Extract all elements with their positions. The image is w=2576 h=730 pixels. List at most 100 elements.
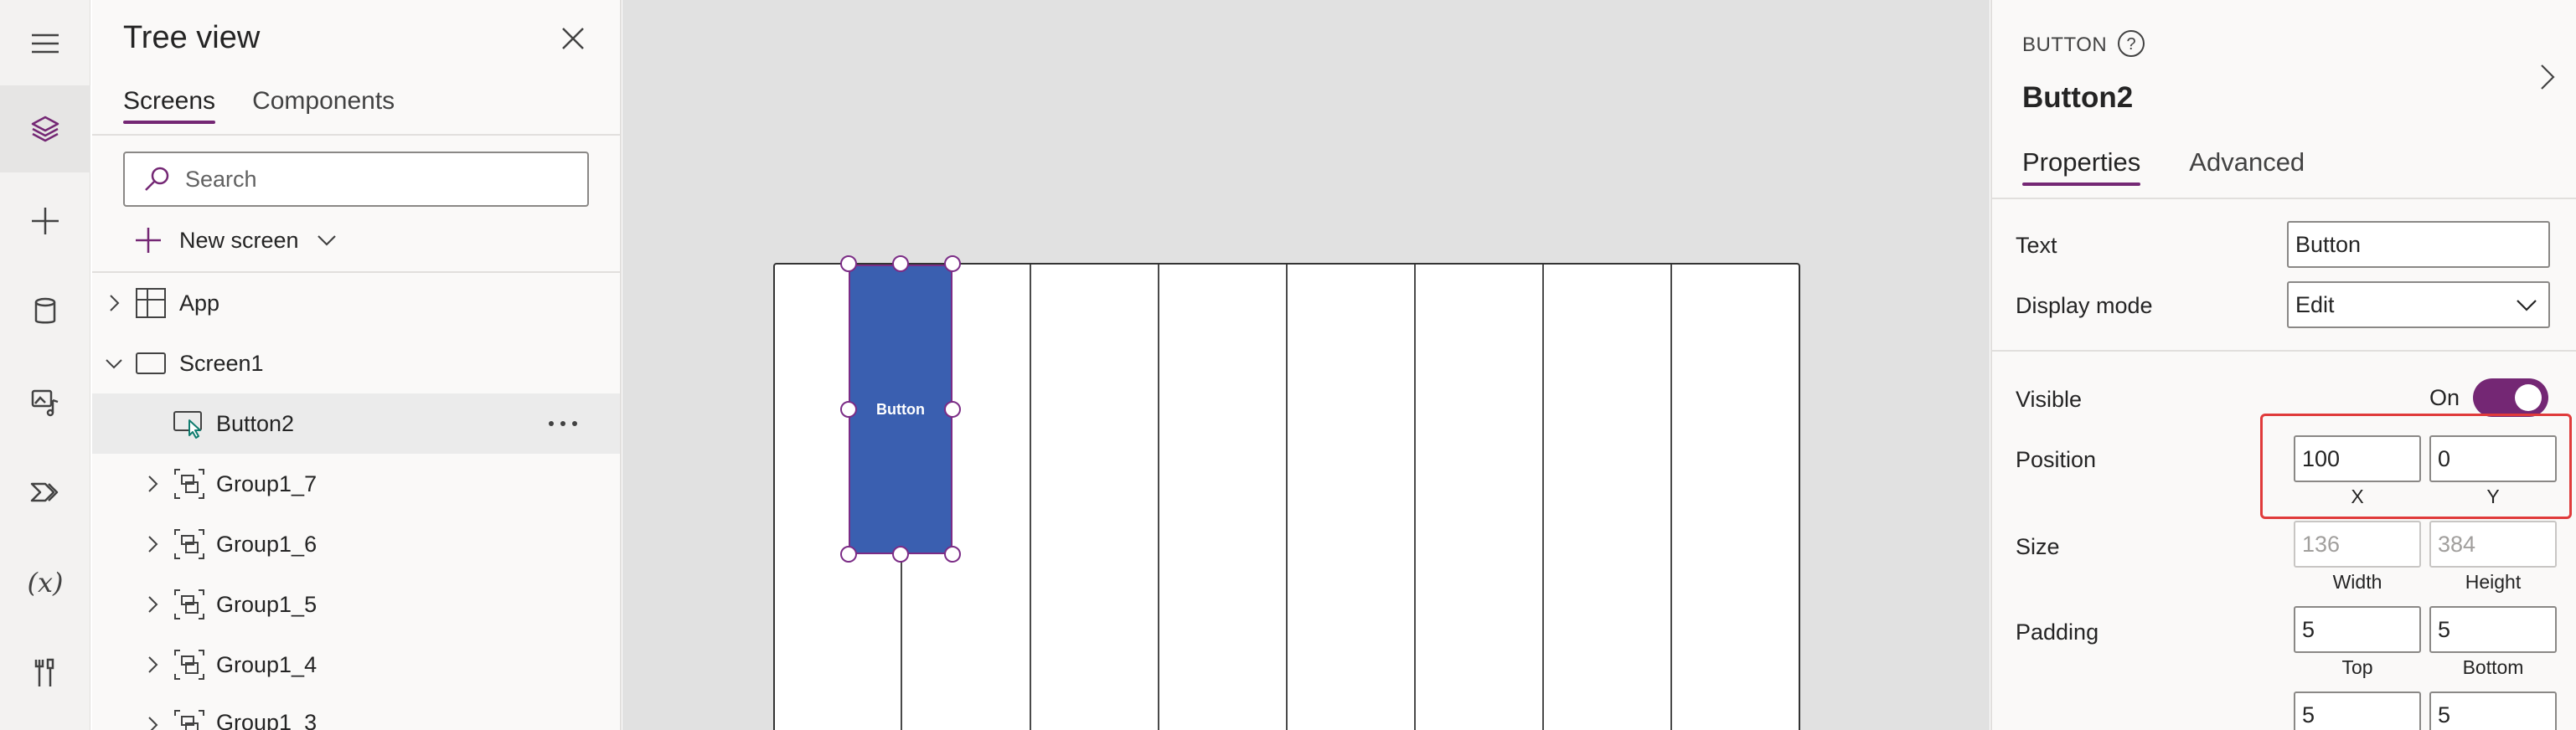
panel-title: Tree view (123, 20, 261, 55)
position-label: Position (2016, 447, 2097, 472)
position-y-input[interactable]: 0 (2429, 435, 2557, 482)
close-icon[interactable] (555, 20, 591, 57)
help-icon[interactable]: ? (2116, 28, 2146, 59)
bottom-caption: Bottom (2462, 656, 2524, 678)
tree-item-label: Group1_7 (216, 470, 317, 496)
padding-bottom-value: 5 (2438, 616, 2451, 642)
chevron-right-icon[interactable] (142, 594, 163, 614)
resize-handle-right[interactable] (944, 401, 961, 418)
hamburger-menu-button[interactable] (0, 0, 90, 87)
tab-screens[interactable]: Screens (123, 87, 216, 124)
chevron-right-icon[interactable] (142, 655, 163, 675)
tree-item-group1-5[interactable]: Group1_5 (92, 574, 620, 635)
column-divider (1030, 265, 1031, 730)
group-icon (174, 710, 204, 730)
position-y-value: 0 (2438, 445, 2451, 471)
tree-item-label: Group1_5 (216, 591, 317, 617)
svg-text:?: ? (2126, 35, 2135, 54)
tools-button[interactable] (0, 630, 90, 717)
tools-icon (34, 658, 54, 686)
width-input[interactable]: 136 (2294, 521, 2421, 568)
height-value: 384 (2438, 531, 2476, 557)
control-name[interactable]: Button2 (2022, 81, 2134, 114)
tab-components[interactable]: Components (252, 87, 395, 115)
power-automate-button[interactable] (0, 449, 90, 536)
text-property-input[interactable]: Button (2287, 221, 2550, 268)
variables-icon: (x) (27, 567, 64, 599)
padding-bottom-input[interactable]: 5 (2429, 606, 2557, 653)
tree-item-label: App (179, 290, 220, 316)
text-property-value: Button (2295, 231, 2362, 257)
plus-insert-icon (32, 208, 59, 234)
properties-panel: BUTTON ? Button2 Properties Advanced Tex… (1990, 0, 2576, 730)
tree-item-group1-3[interactable]: Group1_3 (92, 695, 620, 730)
display-mode-dropdown[interactable]: Edit (2287, 281, 2550, 328)
chevron-right-icon[interactable] (142, 474, 163, 494)
resize-handle-bottom[interactable] (892, 546, 909, 563)
chevron-right-icon[interactable] (142, 534, 163, 554)
button-control-icon (173, 411, 202, 439)
resize-handle-top-right[interactable] (944, 255, 961, 272)
padding-top-value: 5 (2302, 616, 2315, 642)
height-input[interactable]: 384 (2429, 521, 2557, 568)
divider (92, 134, 620, 136)
tree-item-group1-6[interactable]: Group1_6 (92, 514, 620, 574)
layers-tree-icon (31, 116, 59, 142)
media-button[interactable] (0, 358, 90, 445)
screen-icon (136, 352, 166, 374)
padding-right-input[interactable]: 5 (2429, 691, 2557, 730)
resize-handle-top[interactable] (892, 255, 909, 272)
search-input[interactable] (185, 166, 579, 193)
resize-handle-bottom-right[interactable] (944, 546, 961, 563)
resize-handle-left[interactable] (840, 401, 857, 418)
chevron-down-icon[interactable] (104, 353, 124, 373)
variables-button[interactable]: (x) (0, 539, 90, 626)
width-value: 136 (2302, 531, 2341, 557)
chevron-right-icon[interactable] (2535, 62, 2560, 92)
column-divider (1414, 265, 1416, 730)
tree-view-button[interactable] (0, 85, 90, 172)
chevron-right-icon[interactable] (104, 293, 124, 313)
insert-button[interactable] (0, 177, 90, 265)
group-icon (174, 529, 204, 559)
search-box[interactable] (123, 152, 589, 207)
column-divider (1542, 265, 1544, 730)
resize-handle-bottom-left[interactable] (840, 546, 857, 563)
button-control-text: Button (876, 400, 925, 418)
padding-top-input[interactable]: 5 (2294, 606, 2421, 653)
tree-item-group1-4[interactable]: Group1_4 (92, 635, 620, 695)
tree-item-group1-7[interactable]: Group1_7 (92, 454, 620, 514)
power-automate-icon (30, 482, 59, 502)
chevron-down-icon[interactable] (316, 229, 338, 251)
tab-advanced[interactable]: Advanced (2189, 147, 2305, 177)
more-options-icon[interactable] (545, 405, 581, 442)
new-screen-button[interactable]: New screen (134, 219, 338, 261)
resize-handle-top-left[interactable] (840, 255, 857, 272)
position-x-input[interactable]: 100 (2294, 435, 2421, 482)
app-icon (136, 288, 166, 318)
data-button[interactable] (0, 268, 90, 355)
column-divider (1286, 265, 1288, 730)
position-highlight-box (2260, 414, 2572, 519)
chevron-right-icon[interactable] (142, 715, 163, 730)
column-divider (1158, 265, 1159, 730)
position-x-value: 100 (2302, 445, 2341, 471)
tree-item-app[interactable]: App (92, 273, 620, 333)
tab-properties[interactable]: Properties (2022, 147, 2141, 186)
selected-button-control[interactable]: Button (849, 265, 952, 554)
new-screen-label: New screen (179, 227, 299, 253)
search-icon (145, 167, 169, 191)
design-canvas[interactable]: Button (622, 0, 1990, 730)
tree-item-label: Screen1 (179, 350, 264, 376)
divider (1992, 350, 2576, 352)
padding-left-value: 5 (2302, 702, 2315, 727)
visible-toggle[interactable] (2473, 378, 2548, 417)
media-icon (31, 389, 59, 417)
padding-left-input[interactable]: 5 (2294, 691, 2421, 730)
tree-item-screen1[interactable]: Screen1 (92, 333, 620, 393)
visible-label: Visible (2016, 387, 2083, 412)
divider (1992, 198, 2576, 199)
tree-item-button2[interactable]: Button2 (92, 393, 620, 454)
tree-item-label: Group1_4 (216, 651, 317, 677)
display-mode-value: Edit (2295, 291, 2335, 317)
